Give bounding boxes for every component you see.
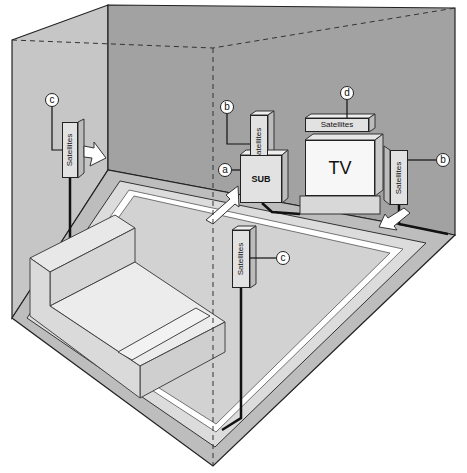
- leader-line: [346, 100, 347, 118]
- callout-label: c: [50, 95, 55, 105]
- callout-letter: a: [218, 163, 232, 177]
- move-arrow: [84, 142, 106, 166]
- subwoofer: SUB: [240, 155, 282, 203]
- satellite-speaker: Satellites: [305, 118, 369, 132]
- leader-line: [227, 114, 250, 144]
- device-label: SUB: [251, 175, 270, 184]
- callout-label: a: [222, 165, 228, 175]
- sofa-side: [30, 258, 140, 398]
- speaker-side: [78, 119, 84, 178]
- satellite-speaker: Satellites: [390, 150, 408, 205]
- hidden-edge: [12, 8, 455, 466]
- device-label: Satellites: [66, 134, 74, 166]
- device-label: Satellites: [321, 121, 353, 129]
- tv-cabinet: [300, 196, 380, 214]
- satellite-speaker: Satellites: [232, 230, 250, 288]
- leader-line: [408, 159, 436, 160]
- leader-line: [52, 107, 62, 150]
- device-label: Satellites: [237, 243, 245, 275]
- callout-label: d: [344, 88, 350, 98]
- move-arrow: [206, 186, 239, 224]
- tv-side: [375, 134, 383, 196]
- speaker-wire: [222, 288, 241, 430]
- callout-letter: b: [220, 100, 234, 114]
- speaker-side: [369, 114, 375, 132]
- callout-label: b: [440, 155, 446, 165]
- floor: [12, 170, 455, 466]
- tv-set: TV: [305, 140, 375, 196]
- callout-letter: c: [276, 251, 290, 265]
- speaker-wire: [262, 203, 300, 214]
- device-label: TV: [328, 159, 351, 177]
- rug: [27, 181, 426, 447]
- speaker-side: [250, 226, 256, 288]
- callout-letter: c: [45, 93, 59, 107]
- satellite-speaker: Satellites: [62, 122, 78, 178]
- callout-label: b: [224, 102, 230, 112]
- device-label: Satellites: [395, 161, 403, 193]
- sofa-arm: [118, 308, 210, 360]
- leader-line: [232, 169, 240, 170]
- subwoofer-side: [282, 150, 288, 203]
- move-arrow: [379, 208, 410, 230]
- callout-letter: b: [436, 153, 450, 167]
- callout-letter: d: [340, 86, 354, 100]
- leader-line: [250, 257, 276, 258]
- callout-label: c: [281, 253, 286, 263]
